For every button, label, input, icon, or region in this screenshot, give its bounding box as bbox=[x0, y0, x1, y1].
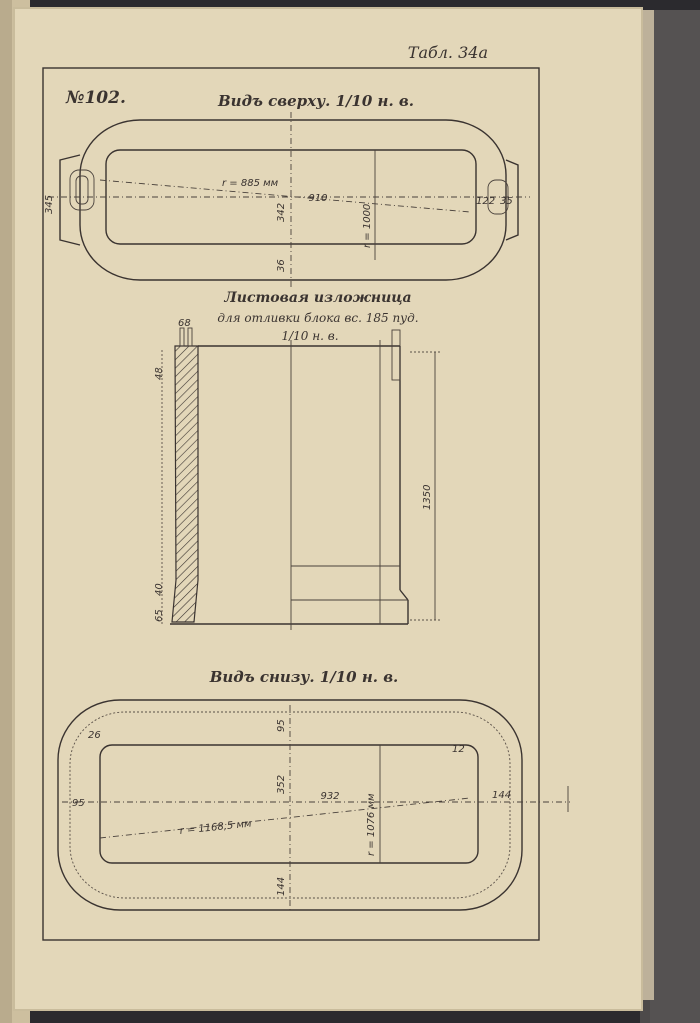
section-dim-top: 48 bbox=[154, 367, 165, 380]
bottom-dim-corner: 26 bbox=[88, 730, 101, 741]
bottom-view-title: Видъ снизу. 1/10 н. в. bbox=[209, 668, 399, 686]
section-view-drawing bbox=[161, 327, 440, 630]
bottom-dim-r2: r = 1076 мм bbox=[366, 793, 377, 856]
middle-scale: 1/10 н. в. bbox=[281, 329, 338, 343]
top-view-title: Видъ сверху. 1/10 н. в. bbox=[217, 92, 414, 110]
section-dim-mid: 40 bbox=[154, 583, 165, 596]
bottom-view-drawing bbox=[57, 699, 570, 911]
bottom-dim-top: 95 bbox=[276, 719, 287, 732]
drawing-frame bbox=[42, 67, 540, 941]
top-dim-length: 910 bbox=[308, 193, 327, 204]
table-reference: Табл. 34а bbox=[408, 43, 488, 62]
paper-page bbox=[14, 8, 642, 1010]
section-dim-bottom: 65 bbox=[154, 609, 165, 622]
section-dim-height: 1350 bbox=[422, 485, 433, 510]
top-view-drawing bbox=[48, 112, 530, 290]
bottom-dim-bottom: 144 bbox=[276, 877, 287, 896]
middle-title-line1: Листовая изложница bbox=[223, 290, 411, 306]
top-dim-width: 342 bbox=[276, 203, 287, 222]
top-dim-hole: 122 bbox=[476, 196, 495, 207]
middle-title-line2: для отливки блока вс. 185 пуд. bbox=[217, 311, 418, 325]
top-dim-radius: r = 885 мм bbox=[222, 178, 279, 189]
bottom-dim-corner-r: 12 bbox=[452, 744, 465, 755]
bottom-dim-right: 144 bbox=[492, 790, 511, 801]
top-dim-right: 35 bbox=[500, 196, 513, 207]
drawing-number: №102. bbox=[65, 88, 126, 108]
bottom-dim-left: 95 bbox=[72, 798, 85, 809]
bottom-dim-width: 352 bbox=[276, 775, 287, 794]
top-dim-edge: 36 bbox=[276, 259, 287, 272]
section-dim-left-top: 68 bbox=[178, 318, 191, 329]
top-dim-left: 345 bbox=[44, 195, 55, 214]
top-dim-r2: r = 1000 bbox=[362, 204, 373, 248]
bottom-dim-length: 932 bbox=[320, 791, 339, 802]
